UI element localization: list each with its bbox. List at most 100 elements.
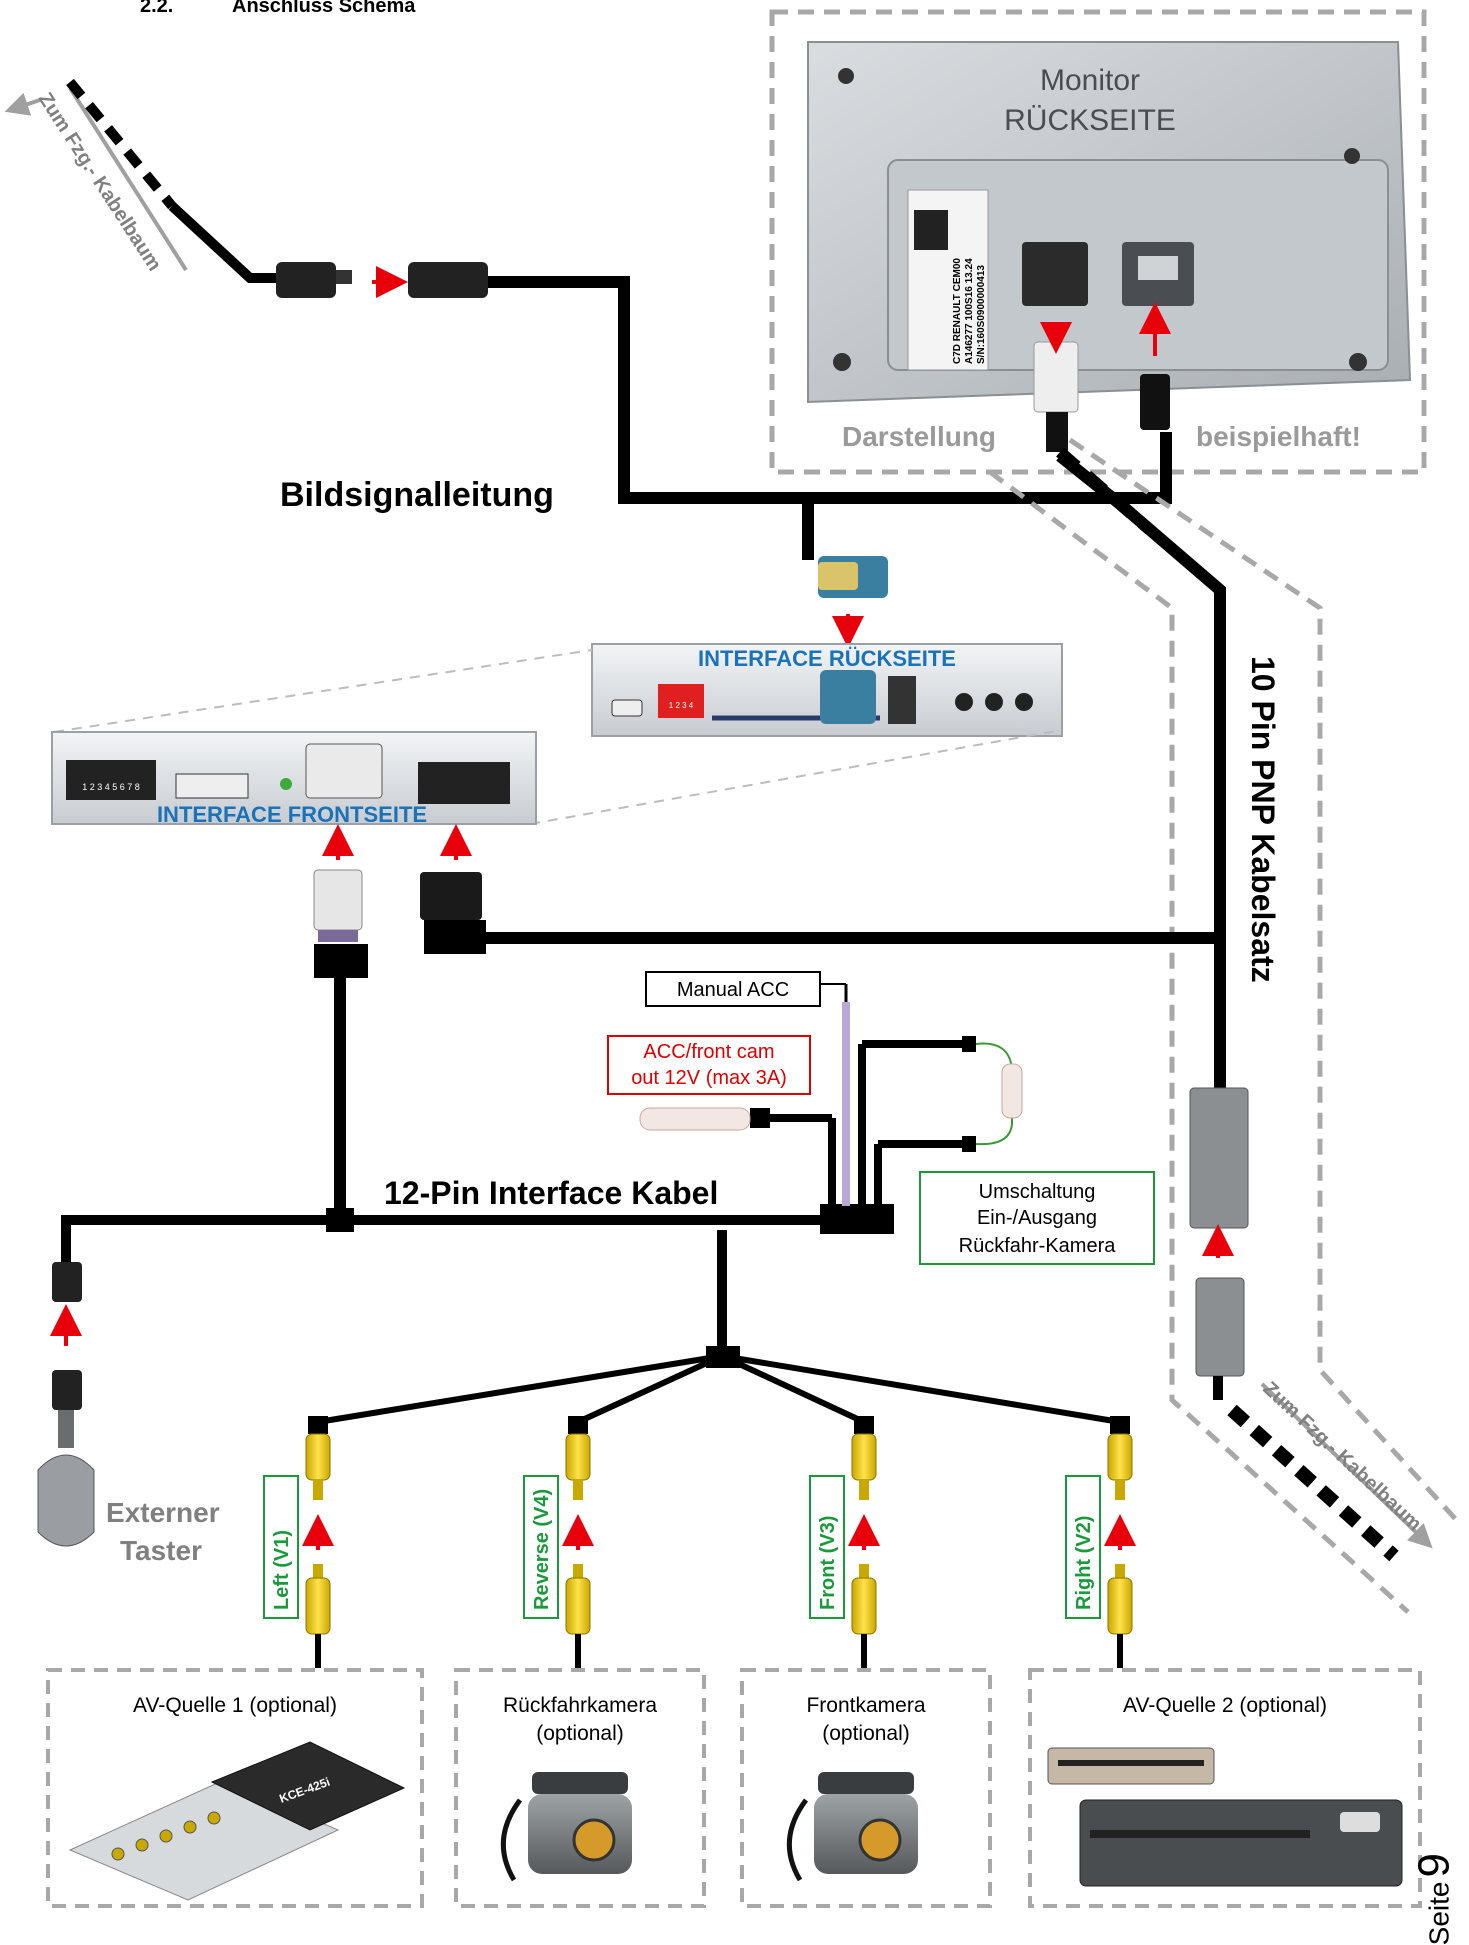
jack-icon bbox=[955, 693, 973, 711]
label-line: C7D RENAULT CEM00 bbox=[952, 258, 963, 364]
monitor-label-sticker: C7D RENAULT CEM00 A146277 100S16 13.24 S… bbox=[907, 189, 989, 371]
section-number: 2.2. bbox=[140, 0, 173, 17]
input-label-box bbox=[1065, 1475, 1101, 1619]
usb-port-icon bbox=[611, 699, 643, 717]
harness-cable bbox=[168, 202, 278, 283]
button-plug-female bbox=[52, 1262, 82, 1302]
fakra-socket bbox=[820, 670, 876, 724]
av-sources: AV-Quelle 1 (optional)KCE-425iRückfahrka… bbox=[46, 1668, 1422, 1908]
button-cable bbox=[58, 1410, 74, 1448]
av-input: Right (V2) bbox=[1065, 1416, 1136, 1668]
section-heading: 2.2. Anschluss Schema bbox=[140, 0, 416, 17]
input-label: Right (V2) bbox=[1073, 1516, 1095, 1610]
jack-icon bbox=[207, 1811, 221, 1825]
pnp-cable-label: 10 Pin PNP Kabelsatz bbox=[1245, 656, 1281, 983]
external-button-line1: Externer bbox=[106, 1497, 220, 1528]
dvd-slot bbox=[1058, 1760, 1204, 1766]
interface-cable-label: 12-Pin Interface Kabel bbox=[384, 1175, 718, 1211]
interface-front-title: INTERFACE FRONTSEITE bbox=[157, 802, 427, 827]
caption-bg bbox=[836, 410, 1026, 460]
terminal bbox=[962, 1136, 976, 1152]
button-plug-male bbox=[52, 1370, 82, 1410]
label-line: S/N:160S0900000413 bbox=[976, 265, 987, 364]
terminal bbox=[962, 1036, 976, 1052]
pnp-cable-line bbox=[1056, 451, 1226, 1090]
av-source: AV-Quelle 2 (optional) bbox=[1028, 1668, 1422, 1908]
pnp-dashed-frame-left bbox=[988, 469, 1410, 1614]
cable-main bbox=[61, 1215, 884, 1262]
monitor-title-line1: Monitor bbox=[1040, 64, 1140, 97]
manual-acc-label: Manual ACC bbox=[677, 979, 789, 1001]
interface-rear: INTERFACE RÜCKSEITE 1 2 3 4 bbox=[53, 643, 1063, 825]
video-plug-black bbox=[1140, 374, 1170, 430]
pnp-plug-white bbox=[1033, 341, 1079, 413]
jack-icon bbox=[135, 1838, 149, 1852]
external-button-line2: Taster bbox=[120, 1535, 202, 1566]
dip-switch-rear bbox=[658, 684, 704, 718]
dvd-player-icon bbox=[1047, 1747, 1403, 1887]
page-number-label: Seite bbox=[1423, 1881, 1454, 1945]
input-label: Front (V3) bbox=[817, 1516, 839, 1610]
plug-10pin-boot bbox=[424, 920, 486, 954]
source-dashed-frame bbox=[1028, 1668, 1422, 1908]
pnp-cable: 10 Pin PNP Kabelsatz Zum Fzg.- Kabelbaum bbox=[988, 437, 1462, 1614]
acc-out-box bbox=[607, 1035, 811, 1095]
rca-pin bbox=[859, 1480, 869, 1500]
rca-female-yellow bbox=[1107, 1433, 1133, 1481]
camera-switch-line2: Ein-/Ausgang bbox=[977, 1207, 1097, 1229]
source-dashed-frame bbox=[740, 1668, 992, 1908]
camera-switch-line1: Umschaltung bbox=[979, 1181, 1096, 1203]
dvd-changer bbox=[1079, 1799, 1403, 1887]
interface-cable-12pin: 12-Pin Interface Kabel bbox=[61, 978, 1023, 1262]
av-branch bbox=[317, 1353, 723, 1425]
av-inputs: Left (V1)Reverse (V4)Front (V3)Right (V2… bbox=[263, 1416, 1136, 1668]
pnp-connector bbox=[1189, 1087, 1249, 1229]
camera-icon bbox=[500, 1772, 632, 1882]
cable-junction bbox=[326, 1208, 354, 1232]
av-branch bbox=[720, 1353, 866, 1425]
jack-icon bbox=[183, 1820, 197, 1834]
rca-boot bbox=[854, 1416, 874, 1434]
rca-pin bbox=[313, 1564, 323, 1580]
input-label-box bbox=[523, 1475, 559, 1619]
interface-front: 1 2 3 4 5 6 7 8 INTERFACE FRONTSEITE bbox=[51, 731, 537, 860]
plug-12pin-wires bbox=[318, 930, 358, 942]
rca-male-yellow bbox=[565, 1577, 591, 1635]
page-number: Seite9 bbox=[1409, 1853, 1459, 1945]
pin-header bbox=[175, 773, 249, 799]
external-button-icon bbox=[37, 1454, 95, 1547]
socket-12pin bbox=[305, 743, 383, 799]
camera-cable bbox=[786, 1798, 809, 1882]
cable-junction-right bbox=[820, 1204, 894, 1234]
monitor-socket-black bbox=[1022, 242, 1088, 306]
source-title-line1: AV-Quelle 1 (optional) bbox=[133, 1694, 337, 1717]
monitor-title-line2: RÜCKSEITE bbox=[1004, 104, 1176, 137]
led-icon bbox=[280, 778, 292, 790]
camera-lens bbox=[572, 1818, 616, 1862]
rca-female-yellow bbox=[305, 1433, 331, 1481]
harness-plug bbox=[276, 262, 336, 298]
source-title-line1: AV-Quelle 2 (optional) bbox=[1123, 1694, 1327, 1717]
rca-female-yellow bbox=[851, 1433, 877, 1481]
av-input: Front (V3) bbox=[809, 1416, 880, 1668]
rca-pin bbox=[1115, 1480, 1125, 1500]
device-black bbox=[210, 1741, 406, 1831]
monitor-caption-left: Darstellung bbox=[842, 421, 996, 452]
video-cable-line bbox=[488, 276, 1172, 504]
av-fanout bbox=[317, 1230, 1121, 1425]
acc-out-line1: ACC/front cam bbox=[643, 1041, 774, 1063]
plug-12pin-boot bbox=[314, 944, 368, 978]
pnp-plug-cable bbox=[1046, 412, 1068, 452]
jack-icon bbox=[1015, 693, 1033, 711]
video-signal-cable: Bildsignalleitung bbox=[280, 276, 1172, 648]
av-branch bbox=[721, 1353, 1121, 1425]
source-title-line2: (optional) bbox=[822, 1722, 910, 1745]
interface-plug bbox=[408, 262, 488, 298]
input-label: Reverse (V4) bbox=[531, 1489, 553, 1610]
dvd-changer-badge bbox=[1340, 1812, 1380, 1832]
screw-icon bbox=[838, 68, 854, 84]
rca-male-yellow bbox=[851, 1577, 877, 1635]
fuse-holder bbox=[639, 1107, 751, 1131]
av-source: Frontkamera(optional) bbox=[740, 1668, 992, 1908]
